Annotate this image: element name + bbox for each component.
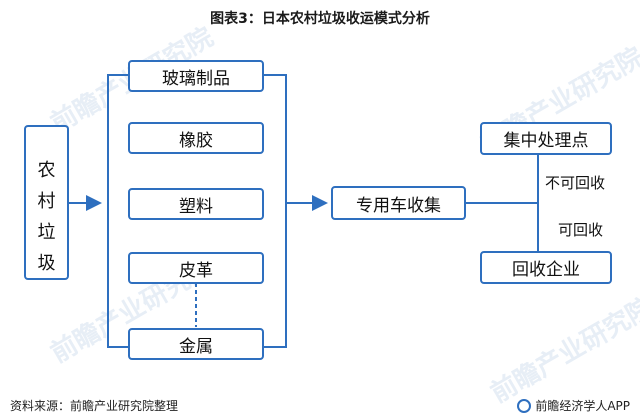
source-char: 村 <box>37 191 56 212</box>
destination-box-treatment-point: 集中处理点 <box>480 122 612 155</box>
edge-label-recyclable: 可回收 <box>558 221 604 239</box>
category-box-leather: 皮革 <box>128 252 264 284</box>
source-box-rural-waste: 农 村 垃 圾 <box>24 125 69 280</box>
edge-label-not-recyclable: 不可回收 <box>545 174 606 192</box>
collection-box: 专用车收集 <box>331 186 466 220</box>
brand-logo-icon <box>517 398 532 413</box>
brand-name: 前瞻经济学人APP <box>535 399 630 413</box>
chart-title: 图表3：日本农村垃圾收运模式分析 <box>210 11 430 27</box>
category-box-glass: 玻璃制品 <box>128 60 264 92</box>
brand-credit: 前瞻经济学人APP <box>517 397 630 414</box>
left-bracket <box>107 74 128 348</box>
category-box-metal: 金属 <box>128 328 264 360</box>
category-box-plastic: 塑料 <box>128 188 264 220</box>
source-char: 圾 <box>37 253 56 274</box>
source-char: 垃 <box>37 222 56 243</box>
destination-box-recycling-company: 回收企业 <box>480 251 612 284</box>
right-bracket <box>264 74 287 348</box>
category-box-rubber: 橡胶 <box>128 122 264 154</box>
source-char: 农 <box>37 160 56 181</box>
source-note: 资料来源：前瞻产业研究院整理 <box>10 399 179 413</box>
split-bracket <box>466 138 539 268</box>
